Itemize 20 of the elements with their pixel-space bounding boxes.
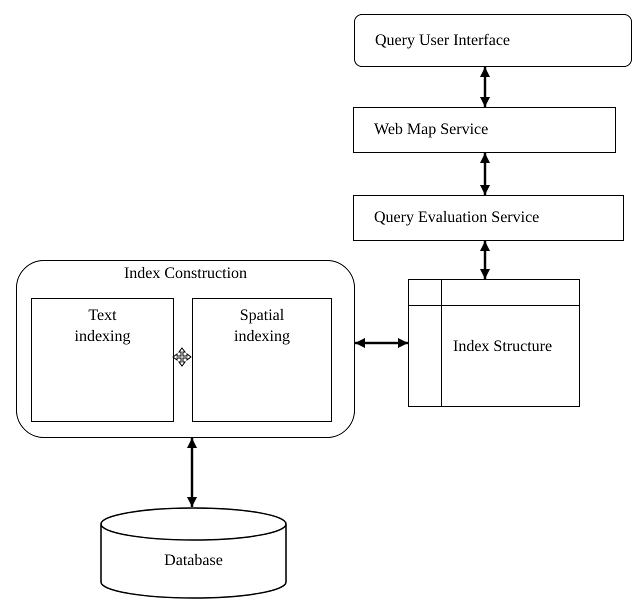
node-label: Query User Interface xyxy=(375,30,510,50)
node-label: Spatial indexing xyxy=(233,306,291,347)
process-box xyxy=(353,107,616,153)
node-label: Web Map Service xyxy=(374,120,488,140)
double-arrow xyxy=(187,438,197,507)
double-arrow xyxy=(355,338,408,348)
process-box xyxy=(192,298,332,422)
process-box xyxy=(31,298,174,422)
node-label: Database xyxy=(164,551,223,571)
group-container xyxy=(16,260,355,438)
process-box xyxy=(353,195,624,241)
double-arrow xyxy=(480,153,490,195)
node-label: Query Evaluation Service xyxy=(374,208,540,228)
double-arrow xyxy=(480,67,490,107)
index-structure-table xyxy=(408,279,580,407)
double-arrow xyxy=(480,241,490,279)
node-label: Index Construction xyxy=(124,264,248,284)
process-box xyxy=(354,14,632,67)
node-label: Index Structure xyxy=(453,337,553,357)
node-label: Text indexing xyxy=(74,306,132,347)
